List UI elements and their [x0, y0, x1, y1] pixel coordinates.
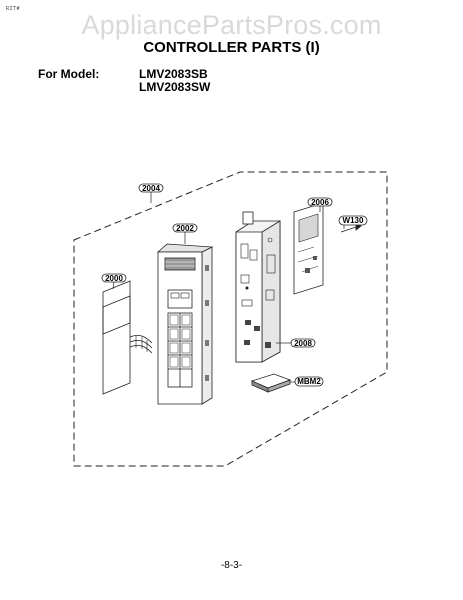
model-number-1: LMV2083SB	[139, 67, 208, 81]
callout-w130: W130	[338, 215, 368, 226]
page-title: CONTROLLER PARTS (I)	[143, 39, 320, 56]
assembly-boundary	[73, 171, 388, 467]
part-control-bracket	[235, 211, 281, 363]
callout-2004-label: 2004	[142, 184, 160, 193]
model-number-2: LMV2083SW	[139, 80, 211, 94]
callout-2000: 2000	[101, 273, 127, 283]
page-number: -8-3-	[220, 560, 243, 571]
leader-lines	[112, 192, 345, 383]
callout-2006-label: 2006	[311, 198, 329, 207]
callout-mbm2-label: MBM2	[297, 377, 321, 386]
callout-2000-label: 2000	[105, 274, 123, 283]
callout-2006: 2006	[307, 197, 333, 207]
part-connector-mbm2	[250, 373, 292, 393]
callout-w130-label: W130	[343, 216, 364, 225]
callout-2008-label: 2008	[294, 339, 312, 348]
callout-2002: 2002	[172, 223, 198, 233]
callout-2004: 2004	[138, 183, 164, 193]
callout-2002-label: 2002	[176, 224, 194, 233]
callout-2008: 2008	[290, 338, 316, 348]
part-pcb-assembly	[293, 202, 324, 295]
part-control-panel	[156, 243, 214, 405]
corner-mark: RIT#	[6, 6, 21, 12]
callout-mbm2: MBM2	[294, 376, 324, 387]
model-label: For Model:	[38, 67, 100, 81]
part-keypad-membrane	[102, 280, 153, 395]
watermark: AppliancePartsPros.com	[81, 10, 382, 40]
